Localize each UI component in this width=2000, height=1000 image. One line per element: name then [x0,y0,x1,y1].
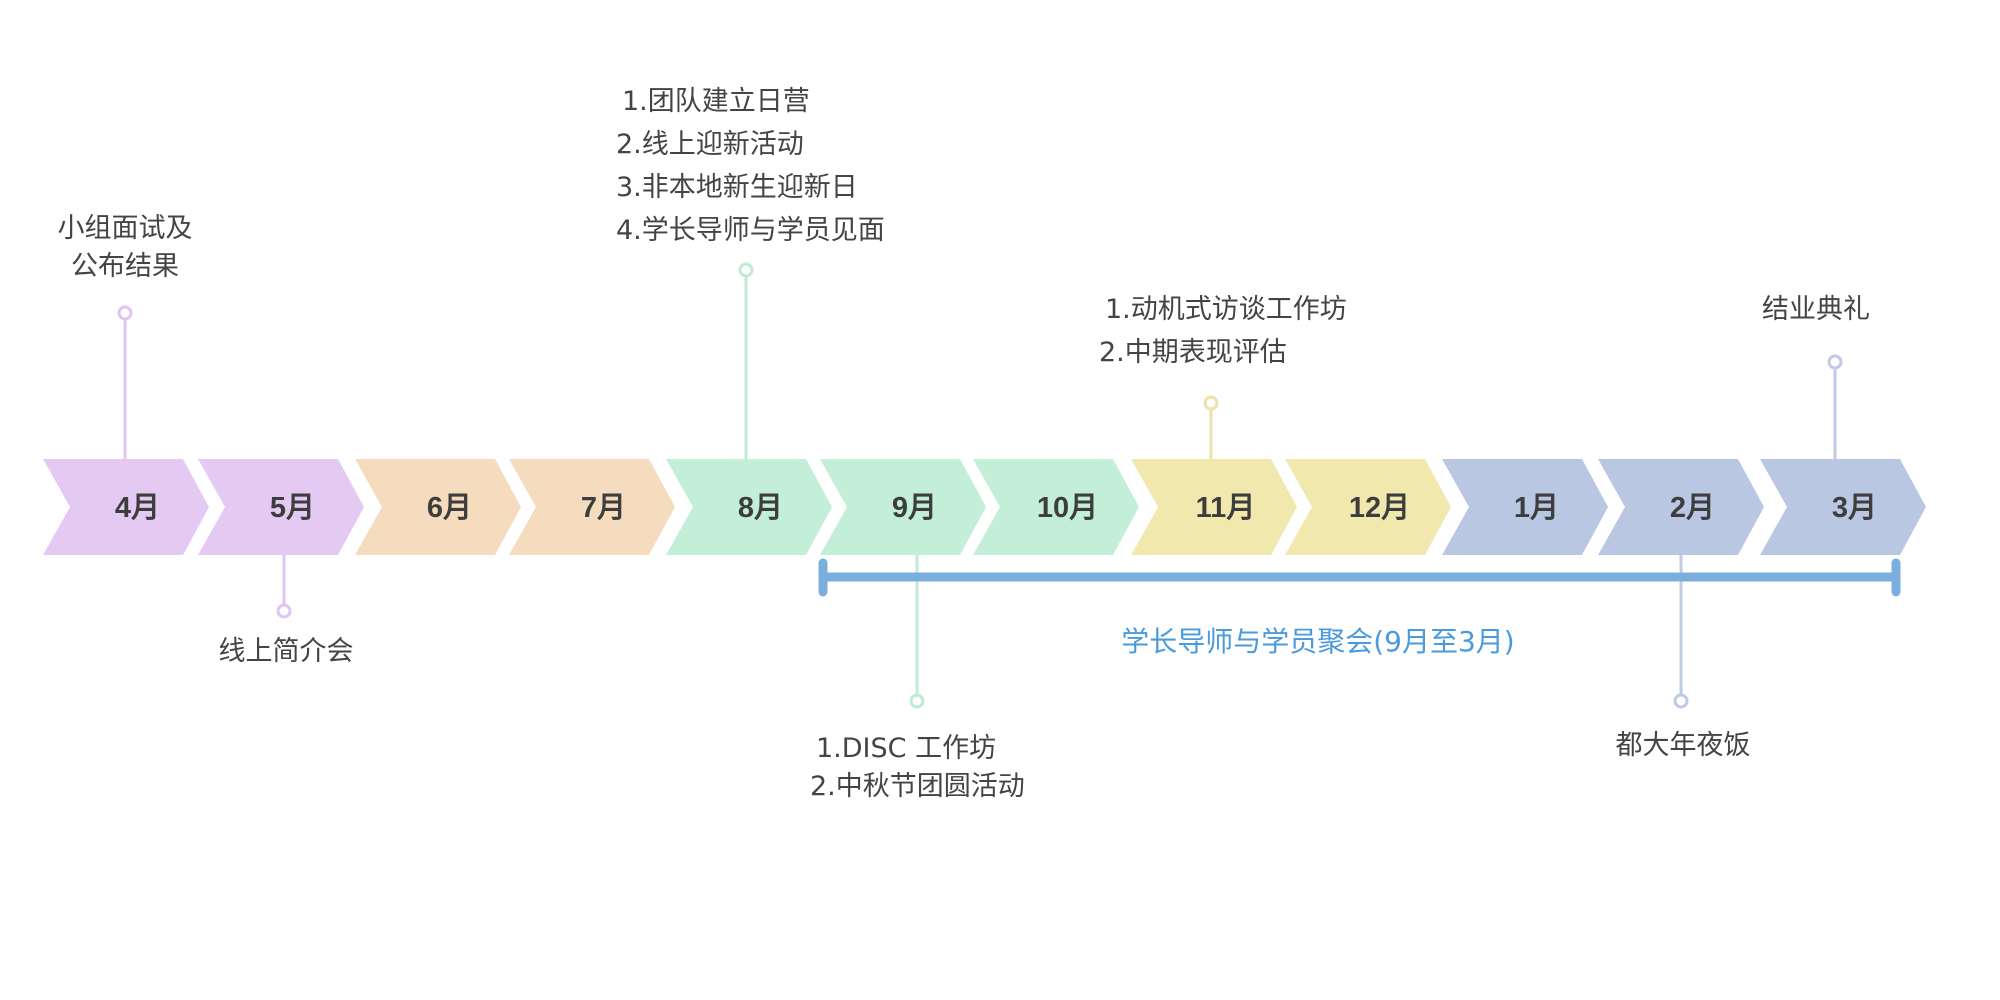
event-sep-line-1: 1.DISC 工作坊 [816,733,997,764]
month-chevron-11 [1598,459,1764,555]
month-chevron-10 [1442,459,1608,555]
event-mar-line-1: 结业典礼 [1762,294,1870,325]
month-chevron-9 [1285,459,1451,555]
event-nov-line-2: 2.中期表现评估 [1099,337,1287,368]
event-aug-label: 1.团队建立日营 2.线上迎新活动 3.非本地新生迎新日 4.学长导师与学员见面 [616,80,885,252]
marker-dot-may [276,603,292,619]
event-may-line-1: 线上简介会 [218,636,354,667]
month-chevron-12 [1760,459,1926,555]
month-label: 12月 [1349,492,1410,524]
month-chevron-6 [820,459,986,555]
event-apr-line-1: 小组面试及 [57,213,193,244]
month-label: 6月 [427,492,472,524]
month-chevron-4 [509,459,675,555]
month-label: 3月 [1832,492,1877,524]
month-chevron-2 [198,459,364,555]
event-markers [117,262,1843,709]
event-aug-line-3: 3.非本地新生迎新日 [616,172,858,203]
event-feb-line-1: 都大年夜饭 [1615,730,1751,761]
event-may-label: 线上简介会 [219,630,354,673]
month-label: 2月 [1670,492,1715,524]
marker-dot-feb [1673,693,1689,709]
month-chevrons: 4月 5月 6月 7月 8月 9月 10月 11月 12月 1月 2月 3月 [43,459,1926,555]
month-chevron-3 [355,459,521,555]
month-label: 10月 [1037,492,1098,524]
marker-dot-apr [117,305,133,321]
marker-dot-sep [909,693,925,709]
event-sep-line-2: 2.中秋节团圆活动 [810,771,1025,802]
month-chevron-8 [1131,459,1297,555]
month-label: 4月 [115,492,160,524]
marker-dot-nov [1203,395,1219,411]
month-label: 7月 [581,492,626,524]
month-label: 5月 [270,492,315,524]
event-feb-label: 都大年夜饭 [1616,724,1751,767]
month-label: 11月 [1196,492,1256,524]
event-aug-line-1: 1.团队建立日营 [622,86,810,117]
marker-dot-aug [738,262,754,278]
month-chevron-7 [973,459,1139,555]
span-bar-group [818,558,1901,597]
event-apr-label: 小组面试及 公布结果 [58,207,193,288]
event-mar-label: 结业典礼 [1762,288,1870,331]
span-caption: 学长导师与学员聚会(9月至3月) [1121,625,1515,658]
event-nov-line-1: 1.动机式访谈工作坊 [1105,294,1347,325]
month-label: 9月 [892,492,937,524]
event-nov-label: 1.动机式访谈工作坊 2.中期表现评估 [1099,288,1347,374]
month-chevron-5 [666,459,832,555]
month-label: 8月 [738,492,783,524]
month-chevron-1 [43,459,209,555]
event-apr-line-2: 公布结果 [71,251,179,282]
event-aug-line-2: 2.线上迎新活动 [616,129,804,160]
marker-dot-mar [1827,354,1843,370]
event-aug-line-4: 4.学长导师与学员见面 [616,215,885,246]
event-sep-label: 1.DISC 工作坊 2.中秋节团圆活动 [810,730,1025,806]
month-label: 1月 [1514,492,1559,524]
